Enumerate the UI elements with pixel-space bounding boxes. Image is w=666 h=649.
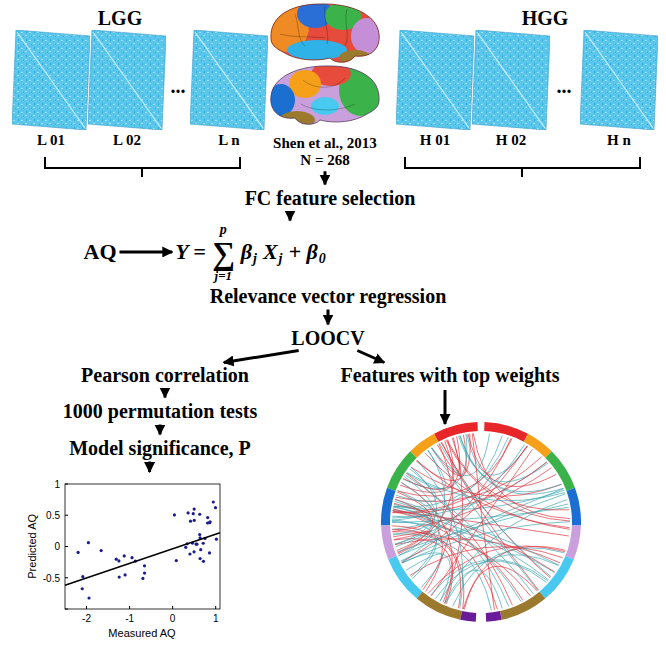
matrix-image — [472, 30, 550, 130]
step-text: H n — [580, 132, 658, 149]
step-text: + β — [288, 239, 317, 264]
matrix-image — [88, 30, 166, 130]
step-text: FC feature selection — [245, 187, 416, 210]
step-text: j — [279, 251, 283, 267]
fc-matrix: H n — [580, 30, 658, 149]
flow-arrow — [323, 171, 326, 184]
step-text: j=1 — [215, 269, 233, 282]
flow-step: Pearson correlation — [81, 364, 249, 387]
flow-arrow — [158, 425, 161, 435]
step-text: X — [263, 239, 278, 264]
group-label: LGG — [98, 7, 142, 29]
flow-arrow — [357, 351, 384, 363]
axis-tick: 1 — [213, 613, 219, 624]
flow-arrow — [120, 250, 173, 253]
flow-step: Model significance, P — [69, 437, 251, 460]
flow-arrow — [289, 212, 292, 221]
step-text: β — [241, 239, 252, 264]
ellipsis: ... — [171, 75, 186, 97]
step-text: H 01 — [396, 132, 474, 149]
flow-arrow — [224, 351, 299, 363]
circos-plot — [381, 422, 581, 622]
step-text: Features with top weights — [340, 364, 559, 387]
flow-step: Shen et al., 2013N = 268 — [273, 135, 377, 170]
step-text: 1000 permutation tests — [63, 400, 257, 423]
brain-lateral — [265, 0, 385, 69]
step-text: Shen et al., 2013 — [273, 135, 377, 152]
step-text: j — [253, 251, 257, 267]
step-text: 0 — [319, 251, 326, 267]
flow-step: Y =p∑j=1βjXj+ β0 — [175, 223, 329, 282]
step-text: L 01 — [12, 132, 90, 149]
flow-step: FC feature selection — [245, 187, 416, 210]
axis-tick: 1 — [54, 479, 60, 490]
step-text: Y = — [175, 239, 206, 264]
fc-matrix: H 01 — [396, 30, 474, 149]
step-text: Predicted AQ — [26, 514, 39, 579]
brain-medial — [265, 61, 385, 131]
fc-matrix: H 02 — [472, 30, 550, 149]
flow-step: Relevance vector regression — [210, 285, 447, 308]
fc-matrix: L 01 — [12, 30, 90, 149]
matrix-image — [190, 30, 268, 130]
axis-tick: -0.5 — [43, 573, 60, 584]
flow-step: AQ — [84, 239, 117, 264]
step-text: L n — [190, 132, 268, 149]
step-text: L 02 — [88, 132, 166, 149]
step-text: LOOCV — [291, 327, 364, 350]
step-text: Model significance, P — [69, 437, 251, 460]
matrix-image — [396, 30, 474, 130]
scatter-plot: Predicted AQ Measured AQ — [20, 474, 230, 644]
axis-tick: 0 — [54, 541, 60, 552]
fc-matrix: L n — [190, 30, 268, 149]
sum-stack: p∑j=1 — [212, 223, 235, 282]
step-text: p — [220, 223, 227, 237]
axis-tick: -2 — [82, 613, 91, 624]
step-text: AQ — [84, 239, 117, 264]
flow-step: 1000 permutation tests — [63, 400, 257, 423]
step-text: N = 268 — [273, 152, 377, 169]
flow-step: Features with top weights — [340, 364, 559, 387]
axis-tick: 0.5 — [46, 510, 60, 521]
group-bracket — [45, 157, 240, 177]
arrow — [444, 390, 447, 424]
matrix-image — [580, 30, 658, 130]
step-text: ∑ — [212, 237, 235, 269]
axis-tick: 0 — [170, 613, 176, 624]
axis-tick: -1 — [125, 613, 134, 624]
ellipsis: ... — [557, 75, 572, 97]
flow-arrow — [327, 310, 330, 325]
matrix-image — [12, 30, 90, 130]
flow-arrow — [163, 389, 166, 398]
scatter-axes — [20, 474, 230, 644]
step-text: Measured AQ — [108, 627, 175, 640]
fc-matrix: L 02 — [88, 30, 166, 149]
flow-step: LOOCV — [291, 327, 364, 350]
step-text: H 02 — [472, 132, 550, 149]
group-label: HGG — [522, 7, 569, 29]
step-text: Relevance vector regression — [210, 285, 447, 308]
flow-arrow — [148, 462, 151, 473]
step-text: Pearson correlation — [81, 364, 249, 387]
group-bracket — [405, 157, 640, 177]
